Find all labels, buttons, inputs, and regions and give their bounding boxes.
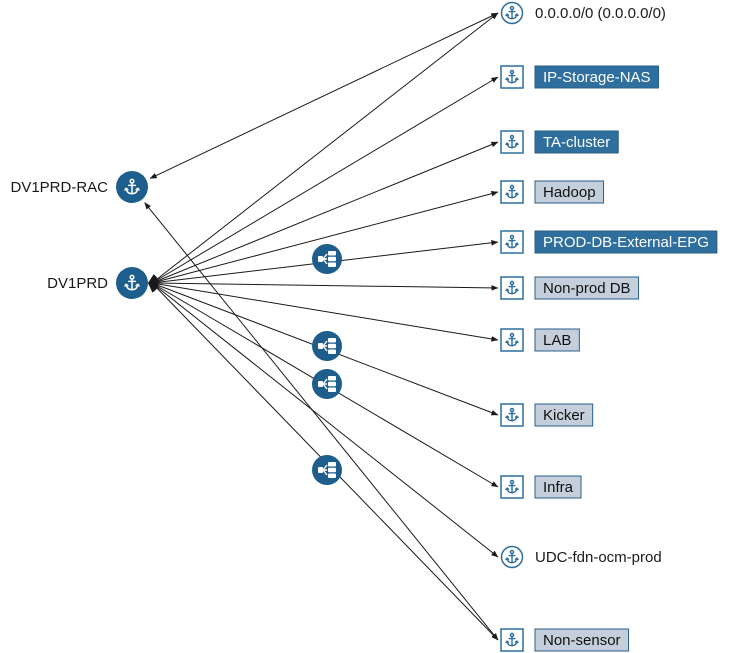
square-anchor-icon [500,475,524,499]
edge-source-arrowhead [148,283,158,293]
source-node-prd[interactable]: DV1PRD [47,267,148,299]
target-node-t9[interactable]: UDC-fdn-ocm-prod [500,545,662,569]
square-anchor-icon [500,276,524,300]
target-node-t5[interactable]: Non-prod DB [500,276,640,300]
target-node-box [534,180,605,204]
service-graph-icon[interactable] [312,369,342,399]
target-node-label: Non-sensor [543,632,621,649]
target-node-t0[interactable]: 0.0.0.0/0 (0.0.0.0/0) [500,1,666,25]
target-node-label: LAB [543,332,571,349]
target-node-label: Infra [543,479,574,496]
target-node-label: UDC-fdn-ocm-prod [535,549,662,566]
target-node-t6[interactable]: LAB [500,328,580,352]
edge-prd-t6 [151,282,499,342]
target-node-box [534,230,718,254]
edge-prd-t5 [151,282,499,291]
square-anchor-icon [500,628,524,652]
target-node-box [534,65,660,89]
circle-anchor-icon [500,1,524,25]
source-node-rac[interactable]: DV1PRD-RAC [10,171,148,203]
target-node-t3[interactable]: Hadoop [500,180,605,204]
target-node-box [534,328,580,352]
target-node-t7[interactable]: Kicker [500,403,594,427]
target-node-label: Hadoop [543,184,596,201]
edge-prd-t2 [151,141,499,284]
service-graph-icon[interactable] [312,455,342,485]
target-node-t8[interactable]: Infra [500,475,582,499]
edge-prd-t0 [151,12,499,284]
square-anchor-icon [500,65,524,89]
target-node-label: Kicker [543,407,585,424]
edge-rac-t0 [149,12,499,179]
target-node-box [534,130,619,154]
target-node-t1[interactable]: IP-Storage-NAS [500,65,660,89]
target-node-label: TA-cluster [543,134,610,151]
target-node-label: Non-prod DB [543,280,631,297]
target-node-t4[interactable]: PROD-DB-External-EPG [500,230,718,254]
target-node-box [534,403,594,427]
square-anchor-icon [500,403,524,427]
edges [144,12,499,641]
source-node-label: DV1PRD-RAC [10,179,108,196]
source-node-label: DV1PRD [47,275,108,292]
service-graph-icon[interactable] [312,244,342,274]
target-node-t2[interactable]: TA-cluster [500,130,619,154]
service-graph-icon[interactable] [312,331,342,361]
circle-anchor-icon [500,545,524,569]
square-anchor-icon [500,328,524,352]
target-node-box [534,475,582,499]
edge-prd-t3 [151,190,499,284]
edge-rac-t10 [144,202,499,641]
target-node-box [534,276,640,300]
edge-prd-t1 [151,76,499,284]
target-node-label: IP-Storage-NAS [543,69,651,86]
target-node-label: PROD-DB-External-EPG [543,234,709,251]
target-node-label: 0.0.0.0/0 (0.0.0.0/0) [535,5,666,22]
target-node-t10[interactable]: Non-sensor [500,628,630,652]
target-node-box [534,628,630,652]
nodes: DV1PRD-RAC DV1PRD 0.0.0.0/0 (0.0.0.0/0) IP-… [10,1,718,652]
edge-prd-t9 [151,282,499,558]
square-anchor-icon [500,230,524,254]
square-anchor-icon [500,180,524,204]
square-anchor-icon [500,130,524,154]
